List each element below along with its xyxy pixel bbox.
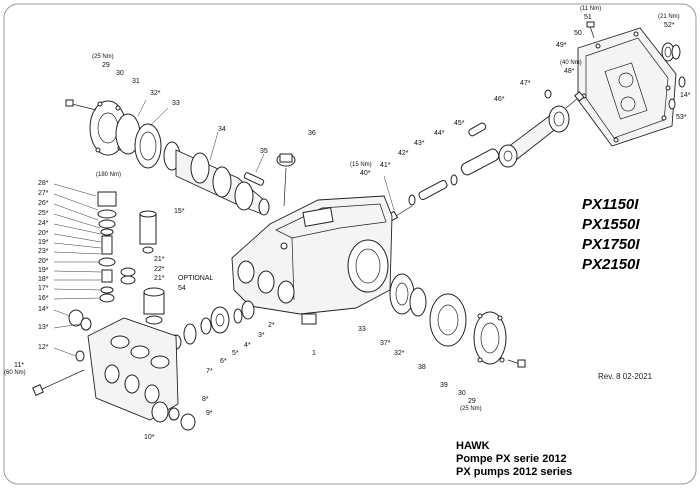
seal-stack	[170, 300, 255, 350]
rear-cover-assembly	[577, 21, 686, 147]
leader-lines	[53, 99, 395, 357]
connecting-rod-assembly	[386, 89, 585, 223]
crankshaft-assembly	[65, 99, 296, 216]
manifold-head	[32, 317, 196, 431]
crankcase-body	[231, 195, 393, 325]
page-border	[3, 3, 697, 485]
valve-stack	[68, 191, 165, 331]
front-cover-assembly	[389, 273, 526, 368]
